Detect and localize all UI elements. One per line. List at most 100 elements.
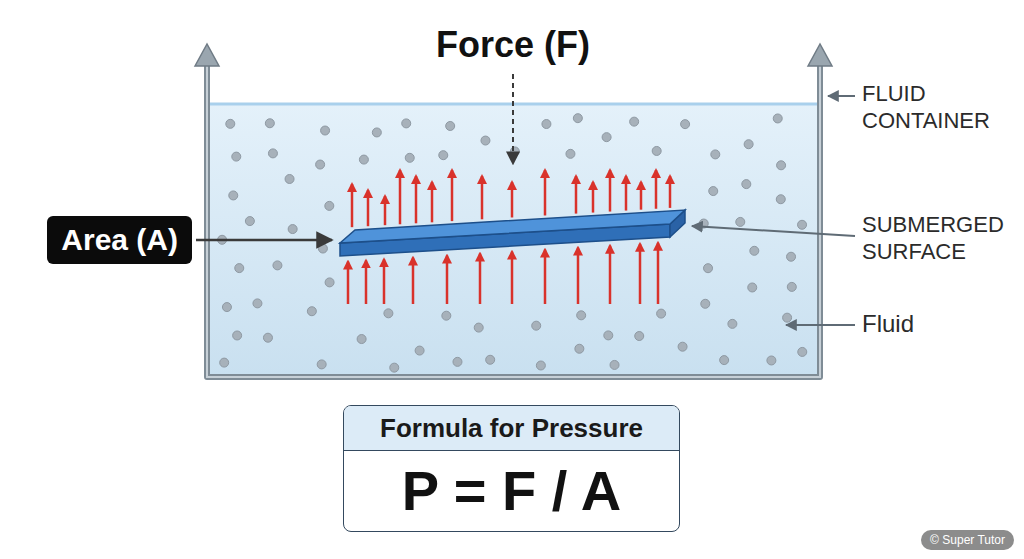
pressure-arrow	[384, 196, 387, 225]
force-leader	[512, 74, 514, 164]
fluid-particle	[575, 344, 584, 353]
fluid-particle	[222, 303, 231, 312]
pressure-arrow	[669, 176, 672, 208]
fluid-particle	[610, 360, 619, 369]
force-label: Force (F)	[436, 24, 590, 66]
pressure-arrow	[365, 260, 368, 304]
wall-arrowhead	[808, 44, 832, 66]
fluid-particle	[750, 246, 759, 255]
fluid-particle	[783, 313, 792, 322]
pressure-arrow	[655, 170, 658, 209]
fluid-particle	[635, 332, 644, 341]
fluid-particle	[453, 357, 462, 366]
fluid-particle	[577, 311, 586, 320]
watermark: © Super Tutor	[930, 532, 1005, 548]
surface-label: SUBMERGED SURFACE	[862, 211, 1012, 265]
pressure-arrow	[511, 252, 514, 304]
fluid-particle	[542, 120, 551, 129]
pressure-arrow	[577, 248, 580, 304]
fluid-particle	[372, 128, 381, 137]
pressure-arrow	[657, 243, 660, 304]
pressure-formula: P = F / A	[344, 451, 679, 531]
fluid-particle	[709, 187, 718, 196]
fluid-particle	[233, 331, 242, 340]
fluid-particle	[678, 342, 687, 351]
fluid-particles	[218, 114, 807, 372]
fluid-particle	[245, 217, 254, 226]
fluid-particle	[474, 323, 483, 332]
fluid-particle	[742, 180, 751, 189]
fluid-particle	[510, 147, 519, 156]
fluid-particle	[744, 140, 753, 149]
fluid-particle	[446, 121, 455, 130]
pressure-arrow	[479, 254, 482, 304]
fluid-particle	[232, 152, 241, 161]
fluid-particle	[321, 126, 330, 135]
formula-box: Formula for PressureP = F / A	[343, 405, 680, 532]
pressure-arrow	[592, 182, 595, 213]
pressure-arrow	[609, 246, 612, 304]
pressure-arrow	[415, 176, 418, 223]
fluid-particle	[798, 220, 807, 229]
pressure-arrow	[399, 170, 402, 224]
surface-leader	[692, 226, 855, 236]
pressure-arrow	[544, 250, 547, 304]
fluid-particle	[307, 307, 316, 316]
fluid-particle	[316, 160, 325, 169]
fluid-particle	[657, 309, 666, 318]
wall-arrowhead	[195, 44, 219, 66]
fluid-particle	[220, 358, 229, 367]
fluid-particle	[776, 195, 785, 204]
fluid-particle	[268, 149, 277, 158]
fluid-particle	[602, 133, 611, 142]
pressure-arrow	[640, 182, 643, 210]
fluid-particle	[748, 283, 757, 292]
fluid-particle	[704, 264, 713, 273]
pressure-arrow	[609, 170, 612, 212]
fluid-particle	[481, 136, 490, 145]
plate-top	[340, 210, 685, 243]
fluid-particle	[325, 278, 334, 287]
area-label-box: Area (A)	[47, 216, 192, 264]
fluid-particle	[442, 311, 451, 320]
fluid-particle	[285, 174, 294, 183]
fluid-particle	[288, 225, 297, 234]
pressure-arrow	[383, 259, 386, 304]
fluid-particle	[536, 361, 545, 370]
container-wall-highlight	[207, 60, 820, 377]
fluid-particle	[229, 191, 238, 200]
fluid-particle	[573, 114, 582, 123]
pressure-arrow	[544, 170, 547, 215]
fluid-particle	[253, 299, 262, 308]
fluid-particle	[566, 149, 575, 158]
fluid-particle	[325, 201, 334, 210]
pressure-arrow	[347, 262, 350, 304]
fluid-particle	[273, 261, 282, 270]
pressure-arrow	[412, 258, 415, 304]
pressure-arrow	[446, 256, 449, 304]
pressure-arrow	[367, 190, 370, 226]
fluid-particle	[318, 244, 327, 253]
fluid-particle	[402, 119, 411, 128]
fluid-particle	[357, 335, 366, 344]
fluid-particle	[652, 146, 661, 155]
pressure-arrow	[639, 244, 642, 304]
pressure-arrow	[625, 176, 628, 211]
area-label: Area (A)	[61, 221, 178, 259]
fluid-particle	[604, 331, 613, 340]
container-label: FLUID CONTAINER	[862, 80, 1012, 134]
area-leader	[196, 239, 332, 242]
fluid-particle	[405, 153, 414, 162]
fluid-particle	[384, 309, 393, 318]
fluid-particle	[415, 346, 424, 355]
fluid-particle	[317, 360, 326, 369]
fluid-particle	[787, 282, 796, 291]
pressure-arrow	[451, 170, 454, 221]
fluid-particle	[235, 264, 244, 273]
fluid-particle	[439, 151, 448, 160]
fluid-particle	[486, 355, 495, 364]
fluid-particle	[630, 117, 639, 126]
fluid-particle	[390, 363, 399, 372]
fluid-particle	[359, 155, 368, 164]
